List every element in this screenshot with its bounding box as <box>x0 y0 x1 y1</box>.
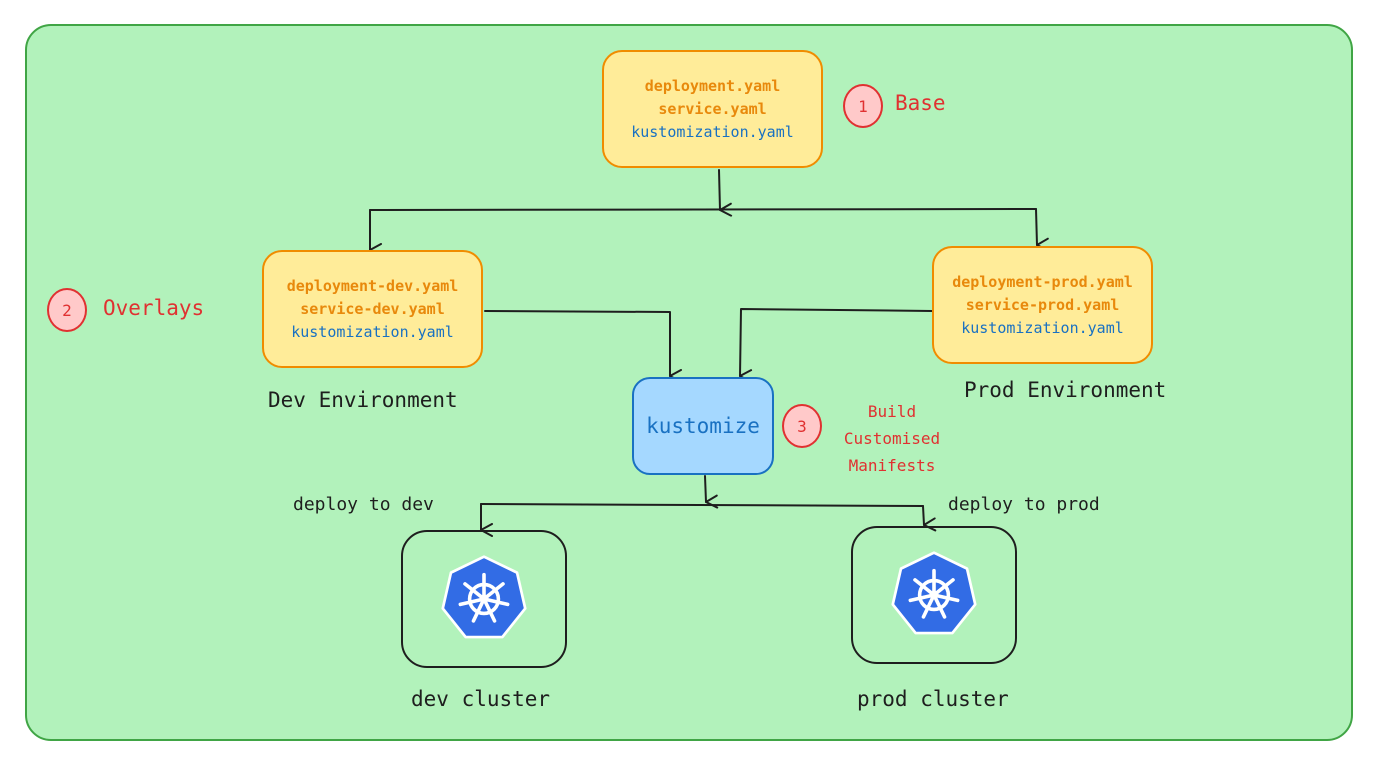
build-manifests-label: Build Customised Manifests <box>828 398 956 479</box>
prod-environment-label: Prod Environment <box>964 378 1167 402</box>
dev-cluster-label: dev cluster <box>411 687 551 711</box>
dev-environment-label: Dev Environment <box>268 388 458 412</box>
overlays-label: Overlays <box>103 296 205 320</box>
kubernetes-helm-icon <box>891 551 977 635</box>
prod-cluster-label: prod cluster <box>857 687 1009 711</box>
dev-cluster-box <box>401 530 567 668</box>
deploy-to-dev-label: deploy to dev <box>293 494 434 515</box>
build-label-line-3: Manifests <box>848 456 936 475</box>
dev-file-kustomization: kustomization.yaml <box>291 322 454 341</box>
base-file-service: service.yaml <box>658 99 767 118</box>
base-file-kustomization: kustomization.yaml <box>631 122 794 141</box>
dev-file-deployment: deployment-dev.yaml <box>286 276 459 295</box>
step-badge-2: 2 <box>47 288 87 332</box>
prod-cluster-box <box>851 526 1017 664</box>
prod-overlay-files-box: deployment-prod.yaml service-prod.yaml k… <box>932 246 1153 364</box>
base-file-deployment: deployment.yaml <box>644 76 781 95</box>
prod-file-kustomization: kustomization.yaml <box>961 318 1124 337</box>
build-label-line-2: Customised <box>843 429 941 448</box>
build-label-line-1: Build <box>867 402 917 421</box>
prod-file-deployment: deployment-prod.yaml <box>952 272 1133 291</box>
kustomize-node: kustomize <box>632 377 774 475</box>
dev-file-service: service-dev.yaml <box>300 299 445 318</box>
kubernetes-helm-icon <box>441 555 527 639</box>
dev-overlay-files-box: deployment-dev.yaml service-dev.yaml kus… <box>262 250 483 368</box>
base-label: Base <box>895 91 946 115</box>
step-badge-1: 1 <box>843 84 883 128</box>
prod-file-service: service-prod.yaml <box>965 295 1120 314</box>
deploy-to-prod-label: deploy to prod <box>948 494 1100 515</box>
base-files-box: deployment.yaml service.yaml kustomizati… <box>602 50 823 168</box>
step-badge-3: 3 <box>782 404 822 448</box>
